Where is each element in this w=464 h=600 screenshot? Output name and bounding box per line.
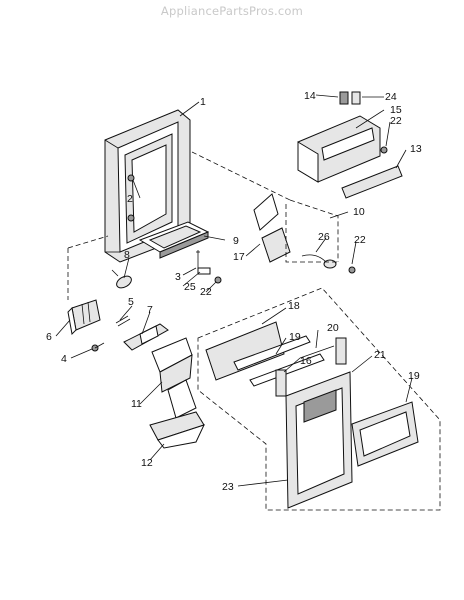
callout-22-lower-left: 22 [200, 286, 212, 298]
part-22-screw-lower-left [214, 276, 222, 284]
callout-14: 14 [304, 90, 316, 102]
callout-16: 16 [300, 355, 312, 367]
callout-23: 23 [222, 481, 234, 493]
part-3-spring [196, 250, 200, 268]
callout-22-upper: 22 [390, 115, 402, 127]
callout-10: 10 [353, 206, 365, 218]
callout-21: 21 [374, 349, 386, 361]
callout-12: 12 [141, 457, 153, 469]
callout-4: 4 [61, 353, 67, 365]
part-1-dispenser-housing [104, 109, 191, 263]
callout-18: 18 [288, 300, 300, 312]
callout-3: 3 [175, 271, 181, 283]
callout-6: 6 [46, 331, 52, 343]
callout-25: 25 [184, 281, 196, 293]
part-12-ice-paddle [149, 411, 205, 449]
callout-1: 1 [200, 96, 206, 108]
part-23-outline-box [197, 287, 441, 511]
callout-2: 2 [127, 193, 133, 205]
callout-26: 26 [318, 231, 330, 243]
part-24-bracket [351, 91, 361, 105]
part-9-drip-tray [138, 221, 210, 259]
part-4-screw [91, 342, 105, 352]
part-16-foam-block-right [335, 337, 347, 365]
part-21-trim-bezel [285, 371, 353, 509]
callout-8: 8 [124, 249, 130, 261]
callout-20: 20 [327, 322, 339, 334]
callout-5: 5 [128, 296, 134, 308]
callout-24: 24 [385, 91, 397, 103]
callout-19-seal: 19 [289, 331, 301, 343]
part-17-water-actuator [253, 193, 291, 263]
leader-lines [55, 94, 413, 487]
part-13-control-board [341, 165, 403, 199]
callout-22-right: 22 [354, 234, 366, 246]
callout-7: 7 [147, 304, 153, 316]
part-19-control-panel [351, 401, 419, 467]
assembly-outlines [67, 151, 339, 300]
watermark: AppliancePartsPros.com [160, 4, 304, 18]
callout-15: 15 [390, 104, 402, 116]
callout-11: 11 [131, 398, 142, 410]
part-8-bulb [111, 269, 132, 289]
part-22-screw-right [348, 266, 356, 274]
callout-13: 13 [410, 143, 422, 155]
part-15-switch-bracket [297, 115, 388, 183]
part-20-gasket [249, 353, 325, 387]
part-5-spring [115, 315, 131, 327]
callout-19-panel: 19 [408, 370, 420, 382]
callout-17: 17 [233, 251, 245, 263]
part-14-clip [339, 91, 349, 105]
part-26-water-lever [301, 254, 337, 269]
callout-9: 9 [233, 235, 239, 247]
part-7-actuator [123, 323, 169, 351]
part-25-clip [197, 267, 211, 275]
part-18-insulation-panel [205, 321, 285, 381]
part-16-foam-block-left [275, 369, 287, 397]
callout-labels: 1 2 9 3 25 22 8 5 6 4 7 11 12 14 24 15 2… [46, 90, 422, 493]
part-11-ice-chute [151, 337, 197, 419]
part-6-switch-box [67, 299, 101, 336]
